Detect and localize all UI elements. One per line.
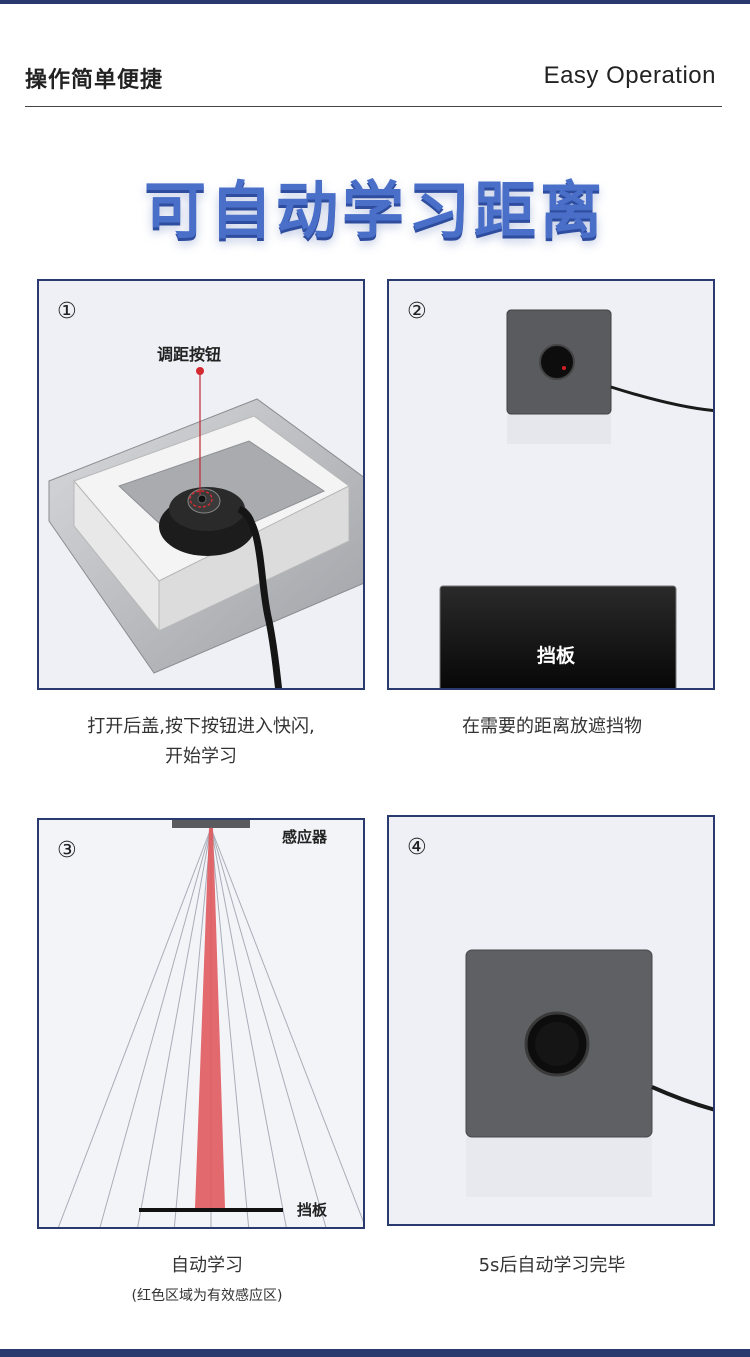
header-divider	[25, 106, 722, 107]
step-number: ③	[57, 838, 77, 863]
sensing-zone-diagram	[57, 820, 363, 1227]
step-1-caption-line-2: 开始学习	[165, 746, 237, 767]
step-number: ②	[407, 299, 427, 324]
step-1-caption-line-1: 打开后盖,按下按钮进入快闪,	[87, 716, 315, 737]
step-number: ①	[57, 299, 77, 324]
step-2-caption: 在需要的距离放遮挡物	[462, 716, 642, 737]
step-3-subcaption: (红色区域为有效感应区)	[131, 1288, 283, 1304]
step-2-panel: ② 挡板	[387, 279, 715, 690]
sensor-and-board-illustration	[439, 309, 713, 688]
bottom-accent-bar	[0, 1349, 750, 1357]
open-switch-illustration	[48, 367, 363, 688]
section-title-en: Easy Operation	[543, 62, 716, 89]
section-title-cn: 操作简单便捷	[25, 68, 164, 93]
adjust-button-label: 调距按钮	[157, 345, 222, 364]
step-1-caption: 打开后盖,按下按钮进入快闪, 开始学习	[37, 712, 365, 772]
finished-sensor-illustration	[465, 949, 713, 1197]
step-4-panel: ④	[387, 815, 715, 1226]
step-3-panel: ③ 感应器 挡板	[37, 818, 365, 1229]
top-accent-bar	[0, 0, 750, 4]
page-title: 可自动学习距离	[143, 174, 606, 247]
step-number: ④	[407, 835, 427, 860]
board-label: 挡板	[297, 1201, 328, 1219]
step-3-caption: 自动学习	[171, 1255, 243, 1276]
step-4-caption: 5s后自动学习完毕	[478, 1255, 626, 1276]
step-1-panel: ① 调距按钮	[37, 279, 365, 690]
sensor-label: 感应器	[282, 828, 328, 846]
board-label: 挡板	[537, 645, 576, 667]
